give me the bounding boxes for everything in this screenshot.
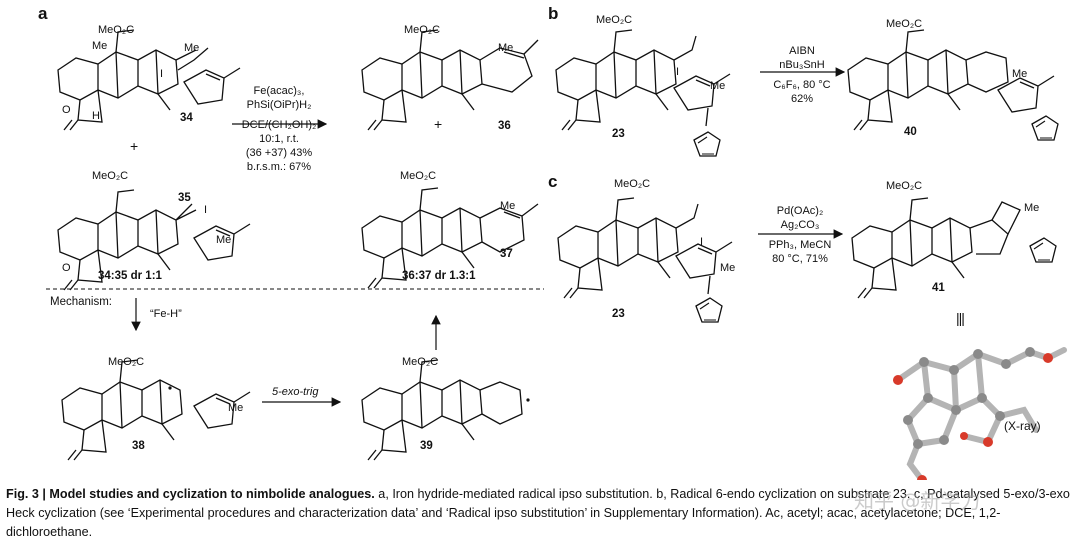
caption-fig-number: Fig. 3 |: [6, 487, 50, 501]
structure-23-b: [555, 29, 731, 157]
figure-caption: Fig. 3 | Model studies and cyclization t…: [6, 485, 1078, 542]
cond-a-2: PhSi(OiPr)H₂: [246, 99, 312, 111]
me-label-34: Me: [92, 40, 108, 52]
cond-b-4: 62%: [790, 93, 814, 105]
meo2c-label-34: MeO₂C: [98, 24, 135, 36]
i-label-23c: I: [700, 236, 704, 248]
i-label-23b: I: [676, 66, 680, 78]
meo2c-label-37: MeO₂C: [400, 170, 437, 182]
structure-38: [61, 359, 251, 461]
ratio-34-35: 34:35 dr 1:1: [98, 270, 162, 282]
me-label-41: Me: [1024, 202, 1040, 214]
cond-a-3: DCE/(CH₂OH)₂: [241, 119, 317, 131]
ratio-36-37: 36:37 dr 1.3:1: [402, 270, 476, 282]
cond-b-3: C₆F₆, 80 °C: [773, 79, 831, 91]
cond-c-1: Pd(OAc)₂: [776, 205, 824, 217]
compound-39: 39: [420, 440, 433, 452]
triple-bar: |||: [956, 310, 965, 326]
i-label-35: I: [204, 204, 208, 216]
me-label-40: Me: [1012, 68, 1028, 80]
cond-a-6: b.r.s.m.: 67%: [246, 161, 312, 173]
meo2c-label-38: MeO₂C: [108, 356, 145, 368]
compound-38: 38: [132, 440, 145, 452]
watermark: 知乎 @新学力: [854, 489, 981, 513]
cond-b-1: AIBN: [789, 45, 815, 57]
me-label-36: Me: [498, 42, 514, 54]
meo2c-label-41: MeO₂C: [886, 180, 923, 192]
compound-23-c: 23: [612, 308, 625, 320]
plus-sign-a: +: [130, 138, 139, 154]
structure-37: [361, 187, 539, 289]
conditions-c: Pd(OAc)₂ Ag₂CO₃ PPh₃, MeCN 80 °C, 71%: [750, 204, 850, 266]
me-label-35: Me: [216, 234, 232, 246]
cond-a-1: Fe(acac)₃,: [253, 85, 305, 97]
plus-sign-products: +: [434, 116, 443, 132]
compound-40: 40: [904, 126, 917, 138]
compound-23-b: 23: [612, 128, 625, 140]
meo2c-label-40: MeO₂C: [886, 18, 923, 30]
compound-36: 36: [498, 120, 511, 132]
cond-c-4: 80 °C, 71%: [772, 253, 828, 265]
me-label-23b: Me: [710, 80, 726, 92]
5-exo-trig-label: 5-exo-trig: [272, 386, 319, 398]
me-label-23c: Me: [720, 262, 736, 274]
me-label-37: Me: [500, 200, 516, 212]
caption-body: a, Iron hydride-mediated radical ipso su…: [6, 487, 1070, 539]
compound-37: 37: [500, 248, 513, 260]
structure-36: [361, 29, 539, 131]
conditions-b: AIBN nBu₃SnH C₆F₆, 80 °C 62%: [752, 44, 852, 106]
cond-b-2: nBu₃SnH: [779, 59, 825, 71]
structure-40: [847, 29, 1059, 141]
structure-41: [851, 197, 1057, 299]
compound-34: 34: [180, 112, 193, 124]
meo2c-label-23c: MeO₂C: [614, 178, 651, 190]
xray-structure: [893, 347, 1067, 480]
me-label-34b: Me: [184, 42, 200, 54]
cond-a-4: 10:1, r.t.: [259, 133, 299, 145]
cond-a-5: (36 +37) 43%: [245, 147, 313, 159]
structure-35: [57, 189, 251, 291]
panel-b-label: b: [548, 4, 559, 23]
me-label-38: Me: [228, 402, 244, 414]
meo2c-label-23b: MeO₂C: [596, 14, 633, 26]
meo2c-label-39: MeO₂C: [402, 356, 439, 368]
structure-23-c: [557, 197, 733, 323]
compound-41: 41: [932, 282, 945, 294]
xray-label: (X-ray): [1004, 419, 1041, 433]
caption-title: Model studies and cyclization to nimboli…: [49, 487, 375, 501]
meo2c-label-35: MeO₂C: [92, 170, 129, 182]
reaction-scheme: [46, 29, 1067, 480]
meo2c-label-36: MeO₂C: [404, 24, 441, 36]
panel-a-label: a: [38, 4, 48, 23]
structure-39: [361, 359, 530, 461]
mechanism-label: Mechanism:: [50, 296, 112, 308]
cond-c-3: PPh₃, MeCN: [768, 239, 832, 251]
h-label-34: H: [92, 110, 100, 122]
cond-c-2: Ag₂CO₃: [780, 219, 820, 231]
panel-c-label: c: [548, 172, 558, 191]
i-label-34: I: [160, 68, 164, 80]
structure-34: [57, 29, 241, 131]
o-label-34: O: [62, 104, 71, 116]
fe-h-label: “Fe-H”: [150, 308, 182, 320]
conditions-a: Fe(acac)₃, PhSi(OiPr)H₂ DCE/(CH₂OH)₂ 10:…: [226, 84, 332, 174]
o-label-35: O: [62, 262, 71, 274]
compound-35: 35: [178, 192, 191, 204]
